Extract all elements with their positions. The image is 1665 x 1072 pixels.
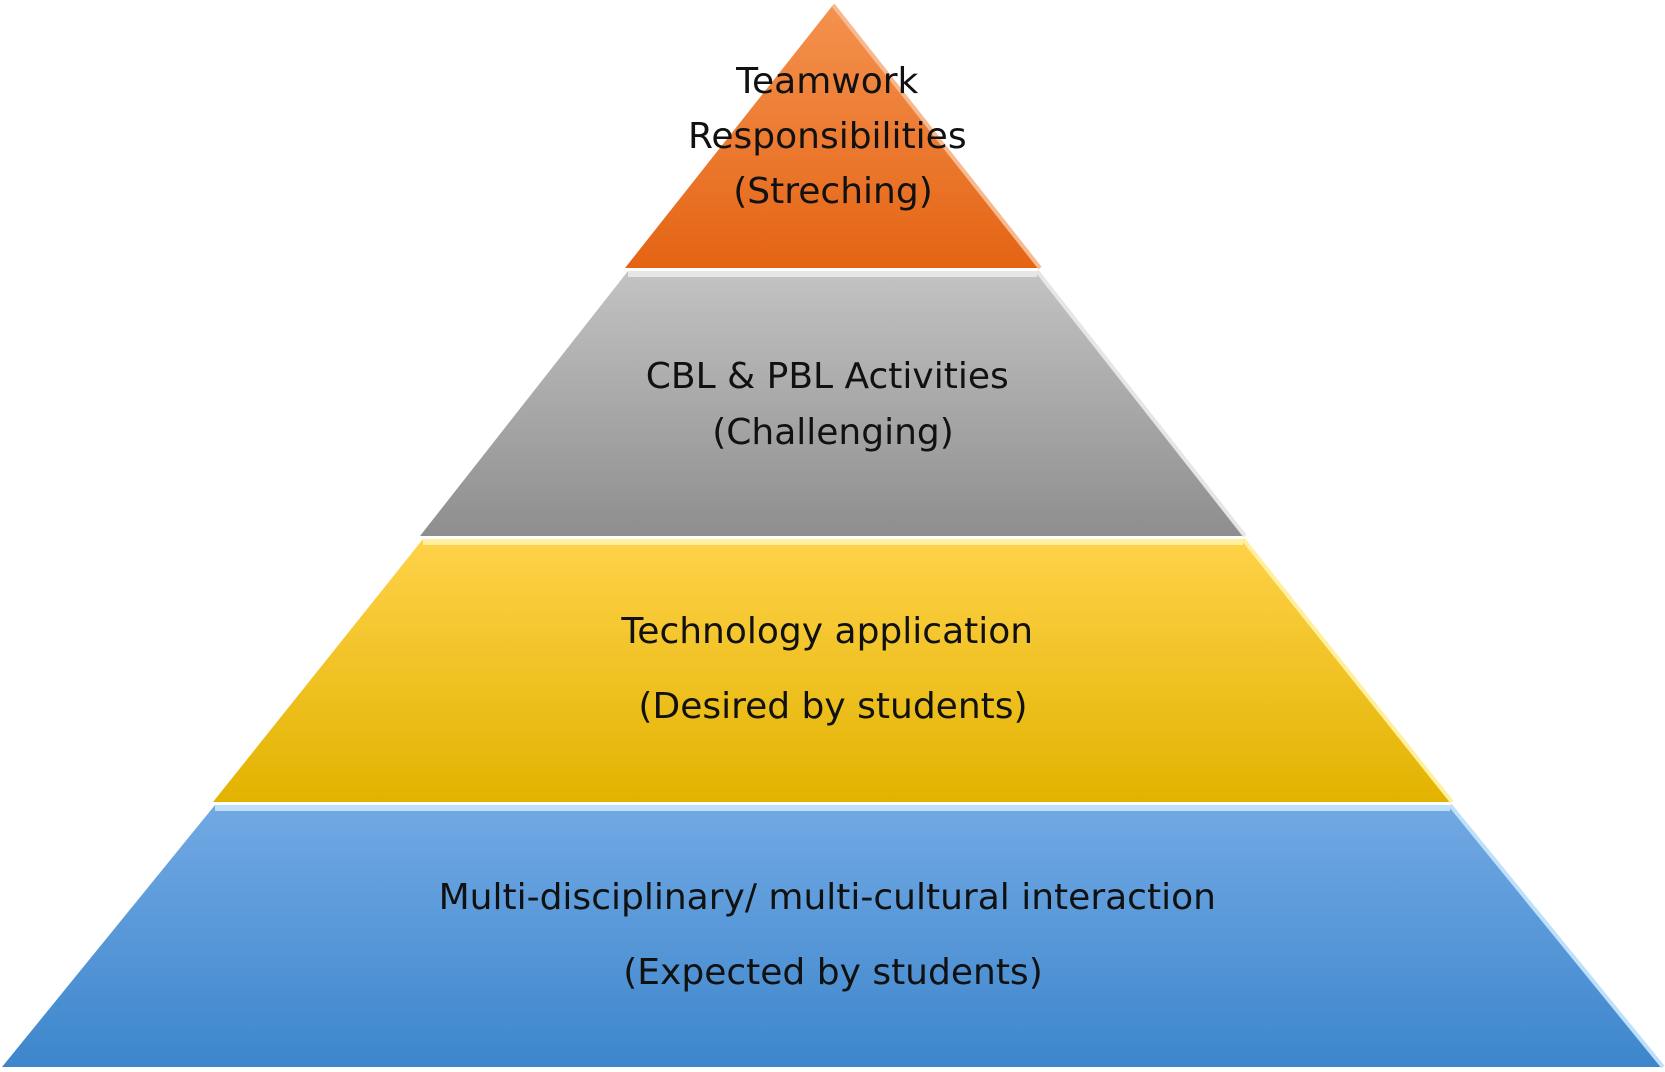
svg-text:Teamwork Responsibilitie: Teamwork Responsibilities (Streching) [688, 61, 978, 212]
tier-multi-disciplinary-top-band [215, 805, 1450, 811]
tier-cbl-pbl-top-band [628, 271, 1037, 277]
tier-multi-disciplinary-edge [1448, 803, 1665, 1069]
tier-teamwork-shape [625, 5, 1040, 268]
tier-multi-disciplinary-line-1: Multi-disciplinary/ multi-cultural inter… [439, 877, 1216, 918]
tier-technology-line-2: (Desired by students) [638, 686, 1027, 727]
tier-technology: Technology application (Desired by stude… [213, 537, 1454, 804]
tier-cbl-pbl-line-1: CBL & PBL Activities [646, 356, 1009, 397]
tier-multi-disciplinary-shape [2, 805, 1663, 1067]
tier-teamwork-line-2: Responsibilities [688, 116, 967, 157]
tier-cbl-pbl: CBL & PBL Activities (Challenging) [420, 269, 1247, 538]
tier-technology-shape [213, 539, 1452, 802]
tier-technology-top-band [423, 539, 1243, 545]
tier-technology-line-1: Technology application [620, 611, 1033, 652]
svg-text:Multi-disciplinary/ multi-cult: Multi-disciplinary/ multi-cultural inter… [439, 877, 1228, 993]
tier-cbl-pbl-edge [1035, 269, 1247, 538]
tier-cbl-pbl-line-2: (Challenging) [712, 412, 954, 453]
tier-multi-disciplinary: Multi-disciplinary/ multi-cultural inter… [2, 803, 1665, 1069]
svg-text:Technology application (: Technology application (Desired by stude… [620, 611, 1044, 727]
tier-multi-disciplinary-line-2: (Expected by students) [623, 952, 1042, 993]
tier-teamwork-line-3: (Streching) [733, 171, 933, 212]
svg-text:CBL & PBL Activities (Ch: CBL & PBL Activities (Challenging) [646, 356, 1020, 453]
tier-teamwork: Teamwork Responsibilities (Streching) [625, 3, 1042, 270]
tier-cbl-pbl-shape [420, 271, 1245, 536]
tier-teamwork-line-1: Teamwork [735, 61, 918, 102]
tier-teamwork-edge [831, 3, 1042, 270]
tier-technology-edge [1241, 537, 1454, 804]
